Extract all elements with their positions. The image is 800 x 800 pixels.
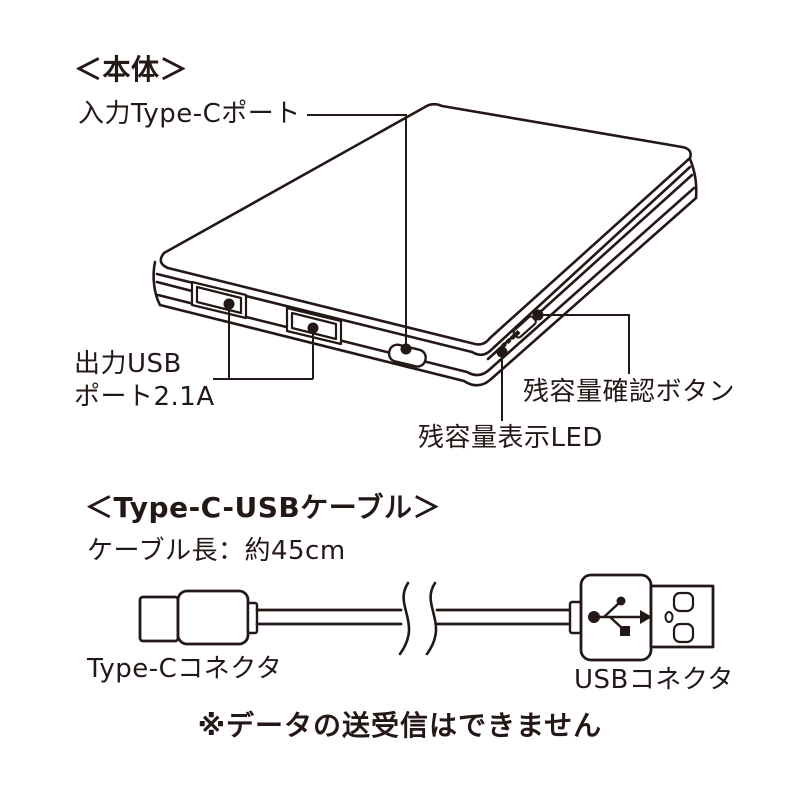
cable-illustration xyxy=(138,573,715,662)
led-indicator-icon xyxy=(501,330,521,348)
usb-port-1-icon xyxy=(190,280,248,320)
output-usb-port-label-line1: 出力USB xyxy=(74,349,182,379)
power-bank-illustration xyxy=(152,102,698,387)
led-label: 残容量表示LED xyxy=(418,423,603,453)
leader-input-port xyxy=(307,114,407,345)
leader-output-ports xyxy=(213,307,314,380)
left-end-cap xyxy=(152,260,162,307)
cable-break-icon xyxy=(398,581,438,656)
input-typec-port-label: 入力Type-Cポート xyxy=(78,99,301,129)
check-button-label: 残容量確認ボタン xyxy=(523,377,736,407)
usb-connector-icon xyxy=(568,573,715,662)
leader-lines xyxy=(213,114,630,421)
type-c-connector-icon xyxy=(138,589,259,646)
leader-dots xyxy=(223,298,544,358)
usb-logo-icon xyxy=(588,596,652,636)
side-line-2-left xyxy=(155,280,194,293)
data-transfer-note: ※データの送受信はできません xyxy=(197,709,603,742)
side-line-3 xyxy=(156,186,696,377)
output-usb-port-label-line2: ポート2.1A xyxy=(74,382,215,412)
cable-length-label: ケーブル長：約45cm xyxy=(87,536,346,566)
body-section-heading: ＜本体＞ xyxy=(74,53,189,86)
typec-connector-label: Type-Cコネクタ xyxy=(87,654,283,684)
cable-section-heading: ＜Type-C-USBケーブル＞ xyxy=(85,491,442,524)
usb-connector-label: USBコネクタ xyxy=(574,665,734,695)
cable-line xyxy=(255,608,572,626)
side-line-1 xyxy=(155,165,692,357)
output-usb-port-label: 出力USB ポート2.1A xyxy=(74,348,215,414)
leader-check-button xyxy=(541,314,630,374)
right-end-cap xyxy=(688,157,698,200)
side-line-bottom xyxy=(158,196,698,387)
